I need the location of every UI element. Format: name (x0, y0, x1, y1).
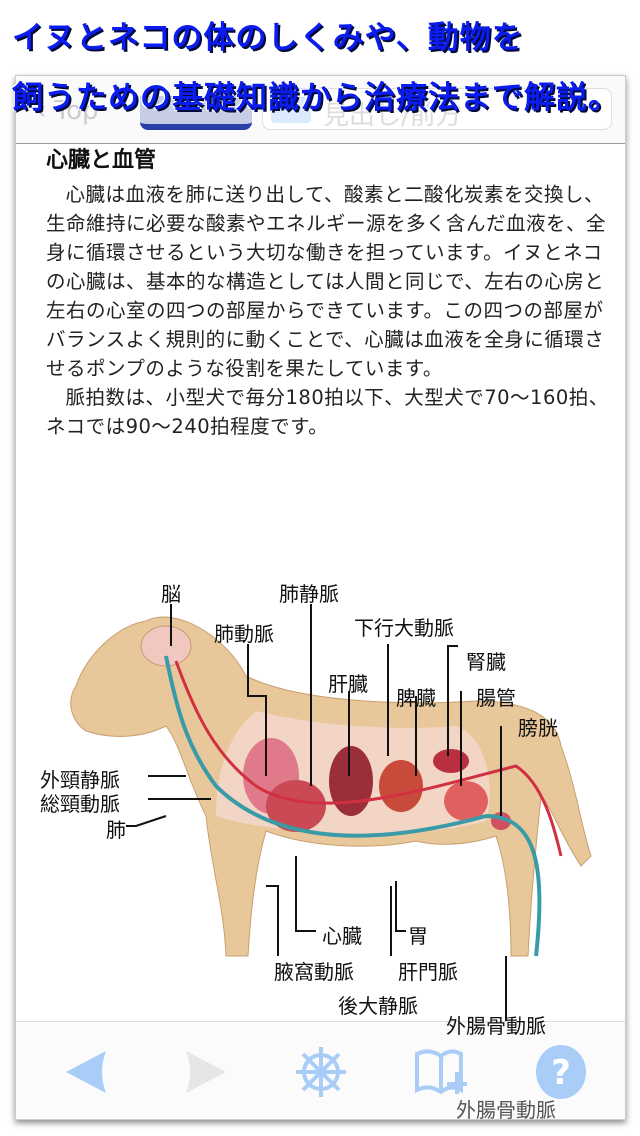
article: 心臓と血管 心臓は血液を肺に送り出して、酸素と二酸化炭素を交換し、生命維持に必要… (16, 146, 625, 441)
navigation-bar: ‹ Top 見出し/前方 (16, 76, 625, 144)
back-button[interactable] (56, 1044, 116, 1100)
article-title: 心臓と血管 (46, 148, 157, 173)
book-icon (271, 97, 311, 123)
label-bladder: 膀胱 (518, 716, 558, 740)
promo-caption-line2: 飼うための基礎知識から治療法まで解説。 (12, 80, 620, 116)
label-stomach: 胃 (408, 924, 428, 948)
search-placeholder: 見出し/前方 (323, 101, 462, 131)
label-caudal-vena-cava: 後大静脈 (338, 994, 418, 1018)
chevron-left-icon: ‹ (36, 96, 55, 126)
triangle-left-icon (66, 1051, 106, 1093)
segment-button[interactable] (140, 96, 252, 130)
label-external-iliac-artery-reflection: 外腸骨動脈 (456, 1098, 556, 1120)
back-button[interactable]: ‹ Top (36, 96, 99, 126)
helm-wheel-icon (296, 1047, 346, 1097)
label-axillary-artery: 腋窩動脈 (274, 960, 354, 984)
triangle-right-icon (186, 1051, 226, 1093)
label-kidney: 腎臓 (466, 650, 506, 674)
help-icon: ? (536, 1045, 586, 1099)
label-common-carotid: 総頸動脈 (40, 792, 120, 816)
label-descending-aorta: 下行大動脈 (354, 616, 454, 640)
promo-caption-line1: イヌとネコの体のしくみや、動物を (12, 20, 524, 56)
help-button[interactable]: ? (531, 1044, 591, 1100)
article-paragraph: 心臓は血液を肺に送り出して、酸素と二酸化炭素を交換し、生命維持に必要な酸素やエネ… (46, 183, 607, 380)
label-heart: 心臓 (322, 924, 362, 948)
dog-circulation-diagram: 脳 肺静脈 肺動脈 下行大動脈 腎臓 肝臓 脾臓 腸管 膀胱 外頸静脈 総頸動脈… (16, 486, 625, 1021)
app-screen: ‹ Top 見出し/前方 心臓と血管 心臓は血液を肺に送り出して、酸素と二酸化炭… (15, 75, 626, 1120)
label-pulmonary-vein: 肺静脈 (279, 582, 339, 606)
label-external-jugular-vein: 外頸静脈 (40, 768, 120, 792)
article-paragraph: 脈拍数は、小型犬で毎分180拍以下、大型犬で70〜160拍、ネコでは90〜240… (46, 386, 609, 438)
search-input[interactable]: 見出し/前方 (262, 88, 612, 131)
forward-button[interactable] (176, 1044, 236, 1100)
label-pulmonary-artery: 肺動脈 (214, 622, 274, 646)
label-brain: 脳 (161, 582, 181, 606)
label-pancreas: 脾臓 (396, 686, 436, 710)
dog-illustration (70, 604, 592, 1021)
book-plus-icon (415, 1049, 467, 1095)
label-external-iliac-artery: 外腸骨動脈 (446, 1014, 546, 1038)
menu-button[interactable] (291, 1044, 351, 1100)
svg-text:?: ? (551, 1053, 571, 1093)
label-portal-vein: 肝門脈 (398, 960, 458, 984)
bottom-toolbar: 外腸骨動脈 外腸骨動脈 ? (16, 1014, 625, 1120)
add-bookmark-button[interactable] (411, 1044, 471, 1100)
label-intestine: 腸管 (476, 686, 516, 710)
label-lung: 肺 (106, 818, 126, 842)
label-liver: 肝臓 (328, 672, 368, 696)
back-label: Top (54, 96, 99, 126)
